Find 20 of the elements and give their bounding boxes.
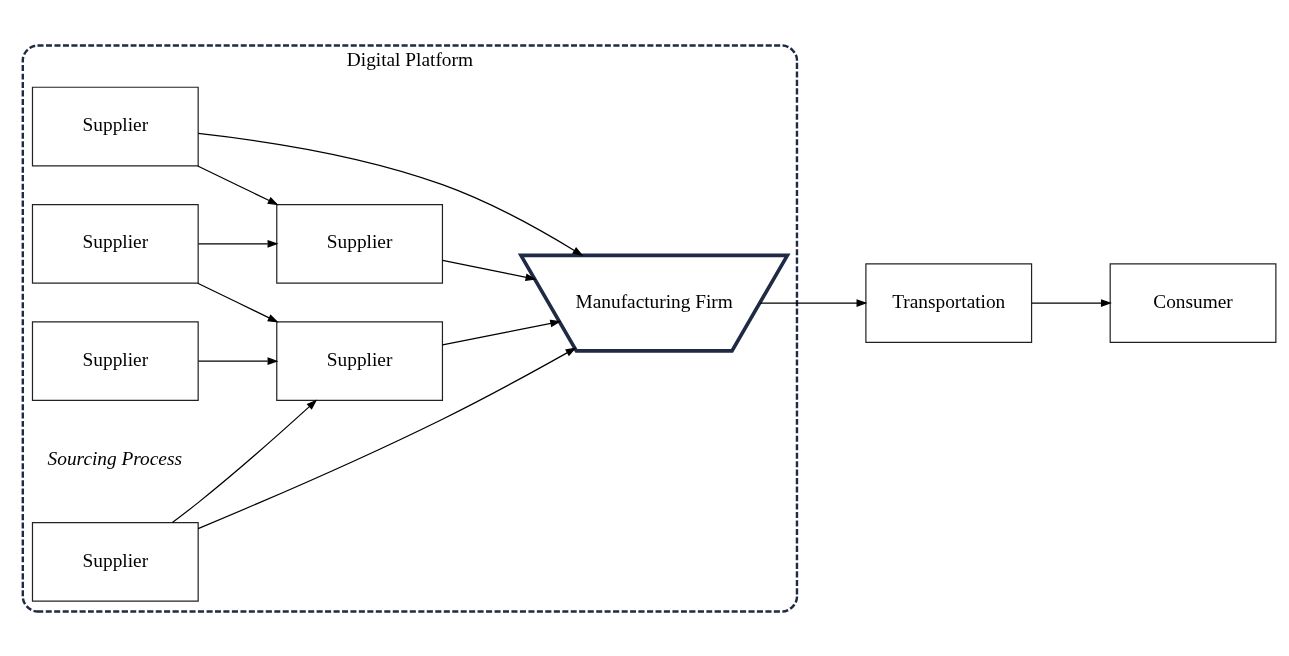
arrow	[1031, 298, 1112, 307]
arrow	[441, 259, 537, 281]
node-box: Supplier	[276, 203, 444, 284]
arrow	[441, 319, 562, 345]
arrow	[171, 399, 318, 523]
node-box: Consumer	[1109, 262, 1277, 343]
arrow	[197, 132, 584, 256]
node-box: Supplier	[31, 320, 199, 401]
arrow	[197, 356, 279, 365]
arrow	[197, 164, 279, 205]
node-box: Supplier	[276, 320, 444, 401]
node-box: Supplier	[31, 86, 199, 166]
arrow	[759, 298, 868, 307]
label: Sourcing Process	[47, 447, 182, 469]
node-box: Supplier	[31, 521, 199, 602]
arrow	[197, 282, 279, 322]
arrow	[197, 346, 577, 529]
arrow	[197, 239, 279, 248]
node-box: Supplier	[31, 203, 199, 284]
node-box: Transportation	[865, 262, 1033, 343]
